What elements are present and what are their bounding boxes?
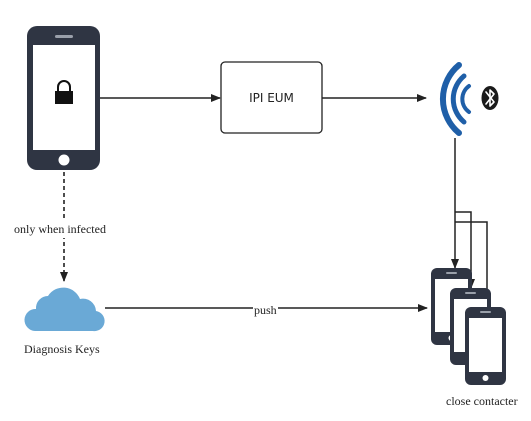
push-label: push xyxy=(253,303,278,318)
broadcast-icon xyxy=(440,62,471,136)
cloud-icon xyxy=(24,287,105,332)
infected-note-label: only when infected xyxy=(14,221,106,238)
device-box-label: IPI EUM xyxy=(249,90,294,105)
lock-icon xyxy=(55,80,73,104)
contacts-label: close contacter xyxy=(446,394,518,408)
contact-phone-icon xyxy=(465,307,506,385)
cloud-label: Diagnosis Keys xyxy=(24,342,100,356)
broadcast-to-contacts-lines xyxy=(451,138,491,308)
bluetooth-icon xyxy=(481,86,499,110)
